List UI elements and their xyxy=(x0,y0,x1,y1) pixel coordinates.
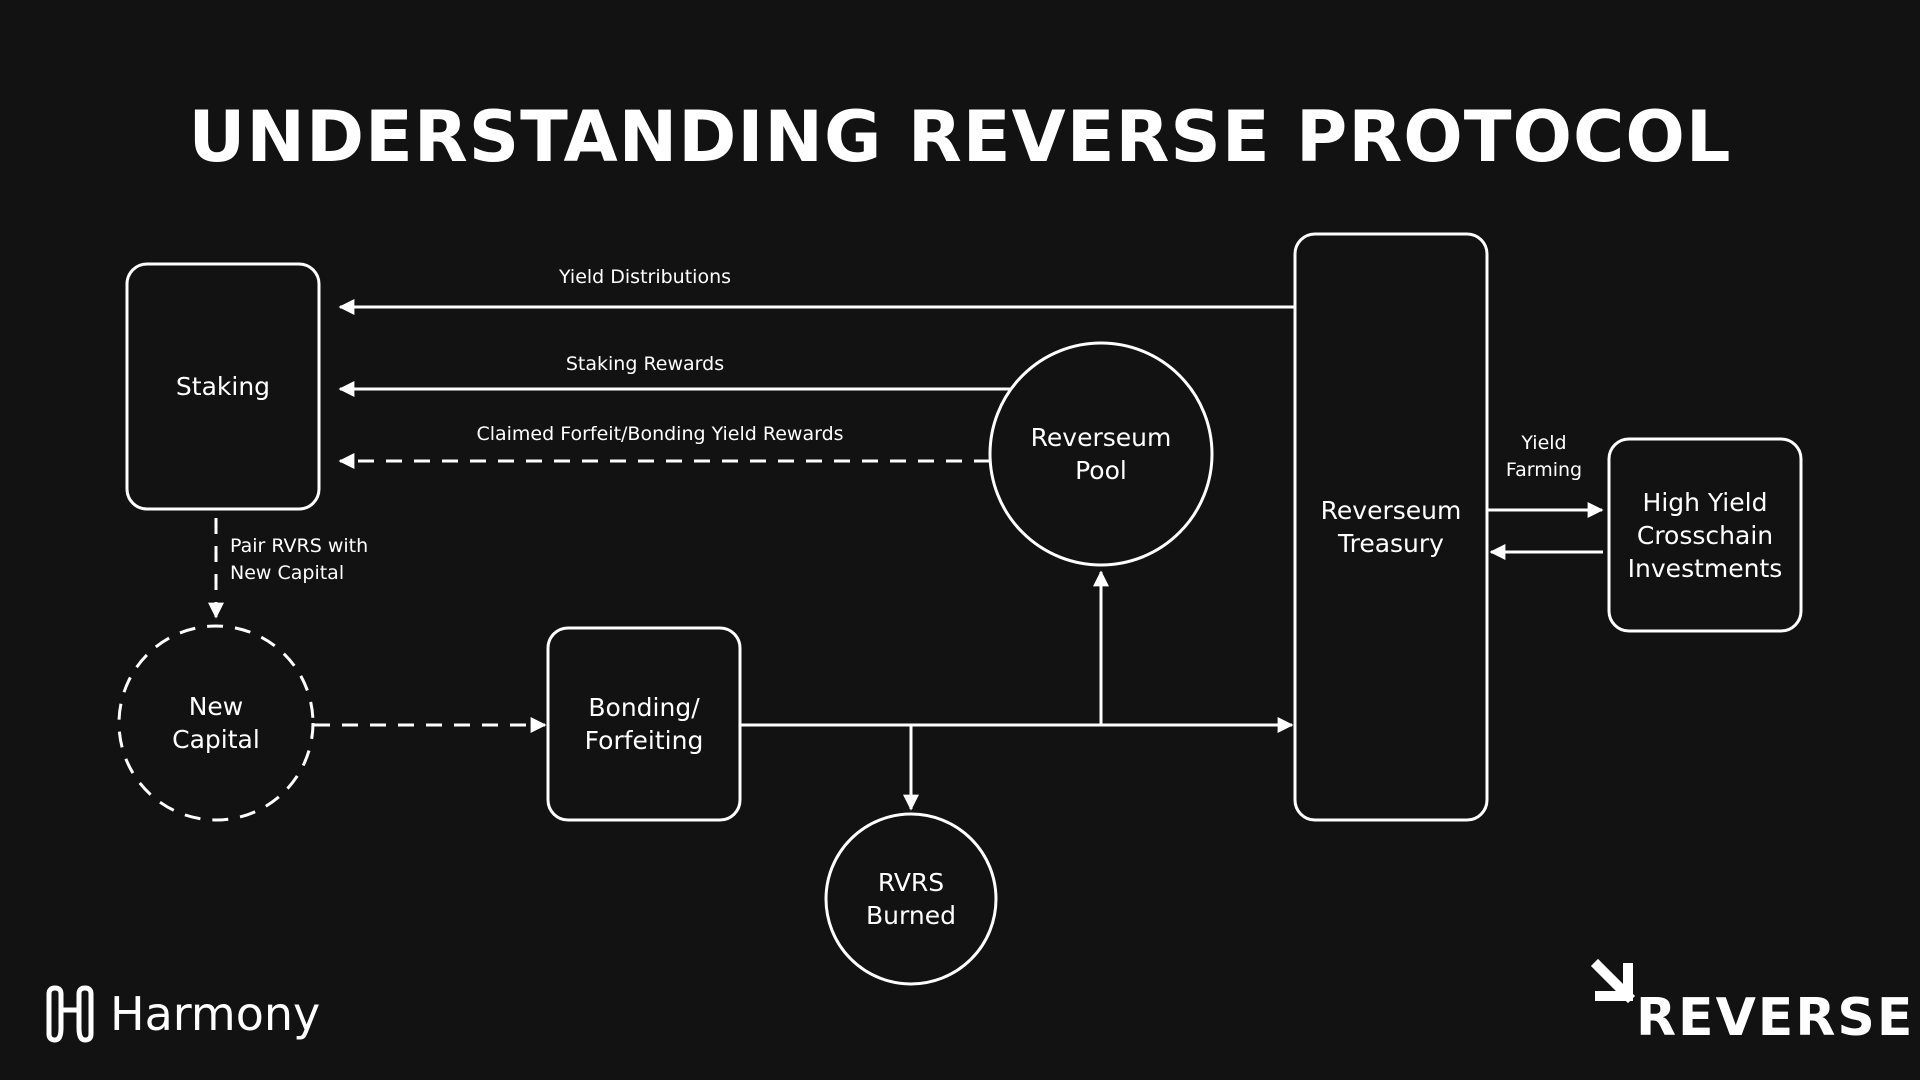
yield-farming-line-2: Farming xyxy=(1505,459,1583,481)
reverse-logo: REVERSE xyxy=(1588,958,1912,1048)
staking-box xyxy=(125,262,321,511)
reverse-arrow-icon xyxy=(1590,958,1636,1004)
yield-distributions-label: Yield Distributions xyxy=(558,266,732,288)
reverseum-pool-circle xyxy=(988,341,1214,567)
treasury-line-1: Reverseum xyxy=(1320,496,1462,525)
rvrs-burned-circle xyxy=(824,812,998,986)
bonding-label: Bonding/Forfeiting xyxy=(548,628,740,820)
pair-rvrs-line-1: Pair RVRS with xyxy=(230,535,369,557)
treasury-box xyxy=(1293,232,1489,822)
bonding-line-1: Bonding/ xyxy=(588,693,700,722)
new-capital-line-1: New xyxy=(188,692,244,721)
staking-label: Staking xyxy=(175,372,271,401)
treasury-line-2: Treasury xyxy=(1338,529,1444,558)
harmony-logo: Harmony xyxy=(44,984,320,1044)
staking-rewards-label: Staking Rewards xyxy=(565,353,725,375)
burned-line-1: RVRS xyxy=(877,868,945,897)
yield-farming-line-1: Yield xyxy=(1521,432,1567,454)
reverse-wordmark: REVERSE xyxy=(1636,988,1915,1048)
harmony-wordmark: Harmony xyxy=(110,987,321,1041)
bonding-line-2: Forfeiting xyxy=(584,726,704,755)
harmony-logo-icon xyxy=(46,985,94,1043)
investments-line-2: Crosschain xyxy=(1636,520,1774,550)
pool-line-2: Pool xyxy=(1075,456,1127,485)
investments-box xyxy=(1607,437,1803,633)
page-title: UNDERSTANDING REVERSE PROTOCOL xyxy=(188,96,1732,178)
investments-line-1: High Yield xyxy=(1642,487,1768,517)
burned-line-2: Burned xyxy=(866,901,956,930)
pool-line-1: Reverseum xyxy=(1030,423,1172,452)
claimed-rewards-label: Claimed Forfeit/Bonding Yield Rewards xyxy=(476,423,844,445)
new-capital-circle xyxy=(117,624,315,822)
investments-line-3: Investments xyxy=(1627,553,1783,583)
pair-rvrs-line-2: New Capital xyxy=(230,562,345,584)
new-capital-line-2: Capital xyxy=(172,725,260,754)
burned-label: RVRS Burned xyxy=(826,814,996,984)
